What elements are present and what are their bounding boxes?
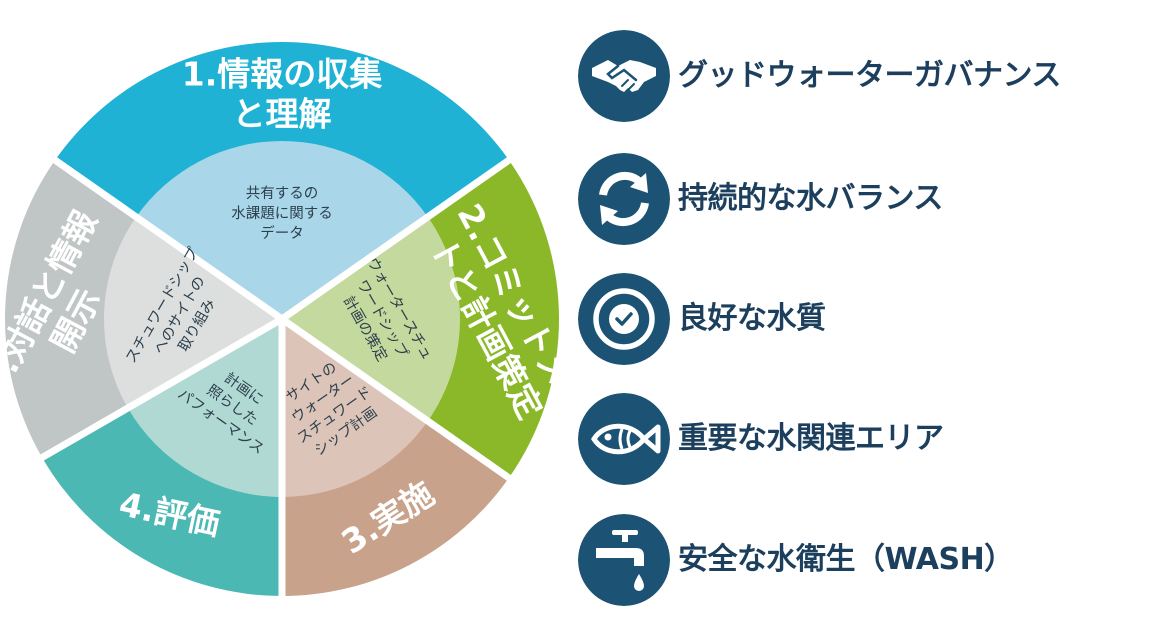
faucet-icon <box>578 514 670 606</box>
refresh-icon <box>578 153 670 245</box>
stewardship-wheel: 1.情報の収集と理解2.コミットメントと計画策定3.実施4.評価5.対話と情報開… <box>4 42 559 596</box>
segment-detail-1-line: 水課題に関する <box>231 205 333 222</box>
legend-item-water-balance: 持続的な水バランス <box>578 153 1148 245</box>
legend-label: グッドウォーターガバナンス <box>678 58 1061 93</box>
segment-detail-1-line: データ <box>260 224 304 242</box>
legend-item-water-quality: 良好な水質 <box>578 273 1148 365</box>
check-circle-icon <box>578 273 670 365</box>
inner-segment-5 <box>103 216 282 408</box>
legend-label: 良好な水質 <box>678 301 826 336</box>
legend-item-governance: グッドウォーターガバナンス <box>578 30 1148 122</box>
legend-label: 安全な水衛生（WASH） <box>678 542 1014 577</box>
segment-title-1-line: と理解 <box>233 95 332 134</box>
segment-detail-1-line: 共有するの <box>246 185 319 202</box>
segment-divider <box>278 315 515 483</box>
legend-label: 重要な水関連エリア <box>678 421 944 456</box>
legend-label: 持続的な水バランス <box>678 181 943 216</box>
principles-legend: グッドウォーターガバナンス 持続的な水バランス 良好な水質 重要な水関連エリア <box>578 30 1148 610</box>
inner-segment-1 <box>136 141 428 319</box>
segment-title-1-line: 1.情報の収集 <box>182 55 383 94</box>
fish-icon <box>578 393 670 485</box>
segment-divider <box>36 315 286 462</box>
inner-segment-3 <box>282 319 428 497</box>
legend-item-wash: 安全な水衛生（WASH） <box>578 514 1148 606</box>
inner-segment-2 <box>282 216 460 422</box>
handshake-icon <box>578 30 670 122</box>
legend-item-water-areas: 重要な水関連エリア <box>578 393 1148 485</box>
segment-divider <box>49 155 286 323</box>
segment-divider <box>278 155 515 323</box>
inner-segment-4 <box>127 319 283 497</box>
